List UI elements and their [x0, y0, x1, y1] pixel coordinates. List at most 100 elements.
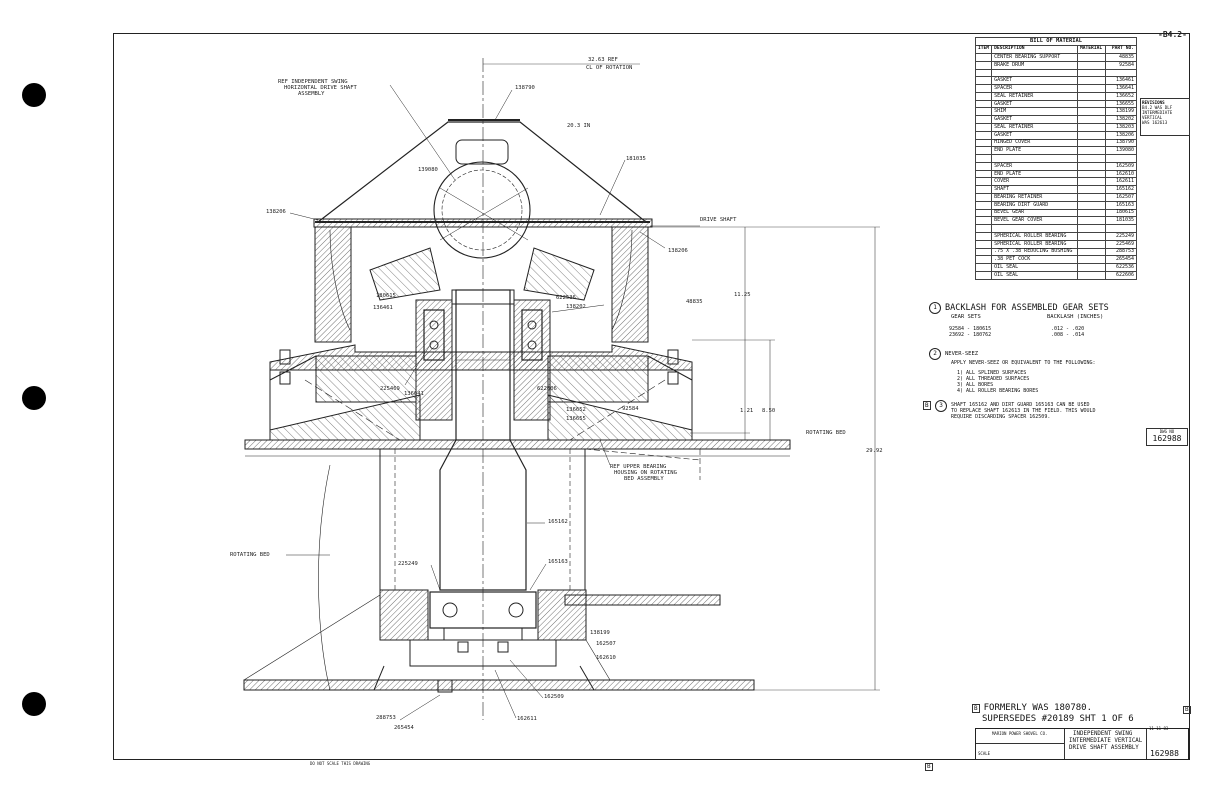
bom-part-number: 136461	[1105, 76, 1137, 86]
callout-rotating-bed-left: ROTATING BED	[230, 552, 270, 558]
bom-material	[1076, 255, 1107, 265]
sheet-number: -B4.2-	[1158, 30, 1187, 39]
bom-description: BRAKE DRUM	[991, 60, 1078, 70]
bom-part-number: 139080	[1105, 146, 1137, 156]
bom-description: GASKET	[991, 76, 1078, 86]
bom-item-cell	[974, 193, 993, 202]
callout-shaft: 165162	[548, 519, 568, 525]
callout-seal-136652: 136652	[566, 407, 586, 413]
bom-material	[1076, 231, 1107, 241]
bom-header-description: DESCRIPTION	[991, 45, 1078, 54]
bom-item-cell	[974, 239, 993, 249]
callout-oil-seal-622606: 622606	[537, 386, 557, 392]
callout-ref-upper-line3: BED ASSEMBLY	[624, 476, 664, 482]
bom-part-number: 92584	[1105, 60, 1137, 70]
bom-material	[1076, 123, 1107, 132]
bom-item-cell	[974, 91, 993, 101]
callout-cover-lower: 162611	[517, 716, 537, 722]
bom-material	[1076, 200, 1107, 210]
callout-ref-upper-line2: HOUSING ON ROTATING	[614, 470, 677, 476]
bom-part-number: 162611	[1105, 177, 1137, 187]
bom-item-cell	[974, 169, 993, 179]
bom-row: BRAKE DRUM 92584	[974, 60, 1137, 70]
drawing-number-side-value: 162988	[1152, 434, 1182, 443]
note-3-line: SHAFT 165162 AND DIRT GUARD 165163 CAN B…	[951, 402, 1090, 408]
callout-rotating-bed-right: ROTATING BED	[806, 430, 846, 436]
bom-description: SPACER	[991, 84, 1078, 93]
callout-centerline: CL OF ROTATION	[586, 65, 633, 71]
bill-of-material: BILL OF MATERIAL ITEM DESCRIPTION MATERI…	[974, 36, 1137, 280]
bom-part-number	[1105, 154, 1137, 163]
title-block-drawing-no: 162988	[1150, 749, 1179, 758]
callout-spacer-136641: 136641	[404, 391, 424, 397]
callout-gasket-138202: 138202	[566, 304, 586, 310]
footer-note: DO NOT SCALE THIS DRAWING	[310, 761, 371, 766]
callout-end-plate-lower: 162610	[596, 655, 616, 661]
bom-part-number: 138790	[1105, 138, 1137, 148]
bom-part-number: 265454	[1105, 255, 1137, 265]
bom-description	[991, 68, 1078, 78]
note-1: 1 BACKLASH FOR ASSEMBLED GEAR SETS GEAR …	[929, 302, 1179, 348]
revisions-title: REVISIONS	[1142, 100, 1165, 105]
callout-ref-upper-line1: REF UPPER BEARING	[610, 464, 667, 470]
bom-part-number: 180615	[1105, 208, 1137, 218]
bom-description: OIL SEAL	[991, 270, 1078, 280]
callout-ref-swing-line1: REF INDEPENDENT SWING	[278, 79, 348, 85]
note-1-row2-gears: 23692 - 180762	[949, 332, 992, 338]
bom-description: SPHERICAL ROLLER BEARING	[991, 239, 1078, 249]
bom-description: OIL SEAL	[991, 263, 1078, 272]
bom-material	[1076, 91, 1107, 101]
revision-line: VERTICAL	[1142, 115, 1163, 120]
rev-tag-footer: B	[925, 763, 933, 771]
punch-hole-middle	[22, 386, 46, 410]
bom-item-cell	[974, 146, 993, 156]
dimension-11-25: 11.25	[734, 292, 751, 298]
bom-item-cell	[974, 138, 993, 148]
bom-item-cell	[974, 52, 993, 62]
title-block-date: 11-11-83	[1149, 726, 1169, 731]
bom-material	[1076, 115, 1107, 124]
note-1-row1-gears: 92584 - 180615	[949, 326, 992, 332]
bom-part-number: 138202	[1105, 115, 1137, 124]
callout-gasket-136655: 136655	[566, 416, 586, 422]
bom-material	[1076, 193, 1107, 202]
bom-description: SHIM	[991, 107, 1078, 117]
bom-item-cell	[974, 208, 993, 218]
bom-item-cell	[974, 231, 993, 241]
note-3-marker: 3	[935, 400, 947, 412]
bom-material	[1076, 177, 1107, 187]
bom-title: BILL OF MATERIAL	[975, 36, 1137, 47]
bom-material	[1076, 68, 1107, 78]
callout-drive-shaft: DRIVE SHAFT	[700, 217, 737, 223]
note-1-col1: GEAR SETS	[951, 314, 981, 320]
callout-brake-drum: 92584	[622, 406, 639, 412]
bom-description: .75 X .38 REDUCING BUSHING	[991, 247, 1078, 257]
bom-description: SPACER	[991, 161, 1078, 171]
callout-bushing: 288753	[376, 715, 396, 721]
dimension-8-50: 8.50	[762, 408, 776, 414]
bom-material	[1076, 263, 1107, 272]
bom-item-cell	[974, 84, 993, 93]
callout-gasket-136461: 136461	[373, 305, 393, 311]
bom-header-item: ITEM	[974, 45, 993, 54]
bom-header-part-no: PART NO.	[1105, 45, 1137, 54]
note-1-title: BACKLASH FOR ASSEMBLED GEAR SETS	[945, 303, 1109, 313]
revision-line: B4.2 WAS DLF	[1142, 105, 1173, 110]
bom-material	[1076, 161, 1107, 171]
bom-description: END PLATE	[991, 169, 1078, 179]
